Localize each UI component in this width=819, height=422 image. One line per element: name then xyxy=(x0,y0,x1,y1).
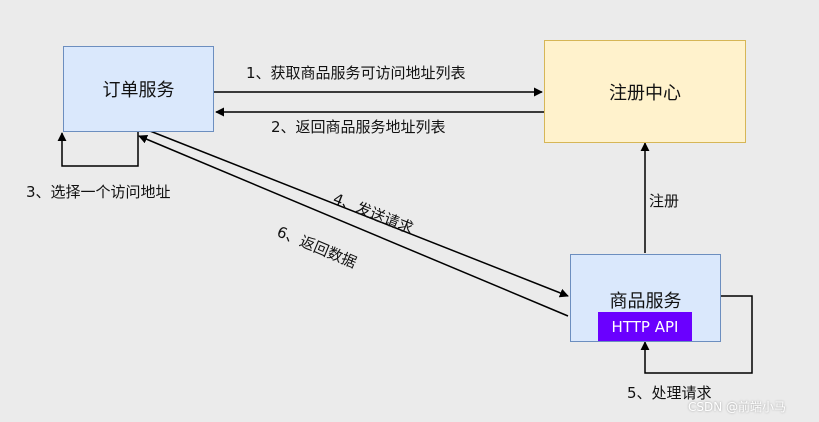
step5-label: 5、处理请求 xyxy=(627,384,712,402)
arrow-step5 xyxy=(640,295,753,374)
http-api-badge-label: HTTP API xyxy=(611,317,679,336)
register-label: 注册 xyxy=(649,192,680,210)
arrow-step3 xyxy=(57,132,139,167)
step2-label: 2、返回商品服务地址列表 xyxy=(271,118,446,136)
registry-label: 注册中心 xyxy=(609,82,681,104)
registry-node: 注册中心 xyxy=(544,40,746,143)
step1-label: 1、获取商品服务可访问地址列表 xyxy=(246,64,466,82)
order-service-node: 订单服务 xyxy=(63,46,214,132)
arrow-step4 xyxy=(149,130,569,298)
http-api-badge: HTTP API xyxy=(598,312,692,341)
step3-label: 3、选择一个访问地址 xyxy=(26,183,171,201)
csdn-watermark: CSDN @前端小马 xyxy=(688,400,787,414)
arrow-step6 xyxy=(138,134,569,317)
order-service-label: 订单服务 xyxy=(102,80,175,101)
product-service-label: 商品服务 xyxy=(609,291,682,312)
